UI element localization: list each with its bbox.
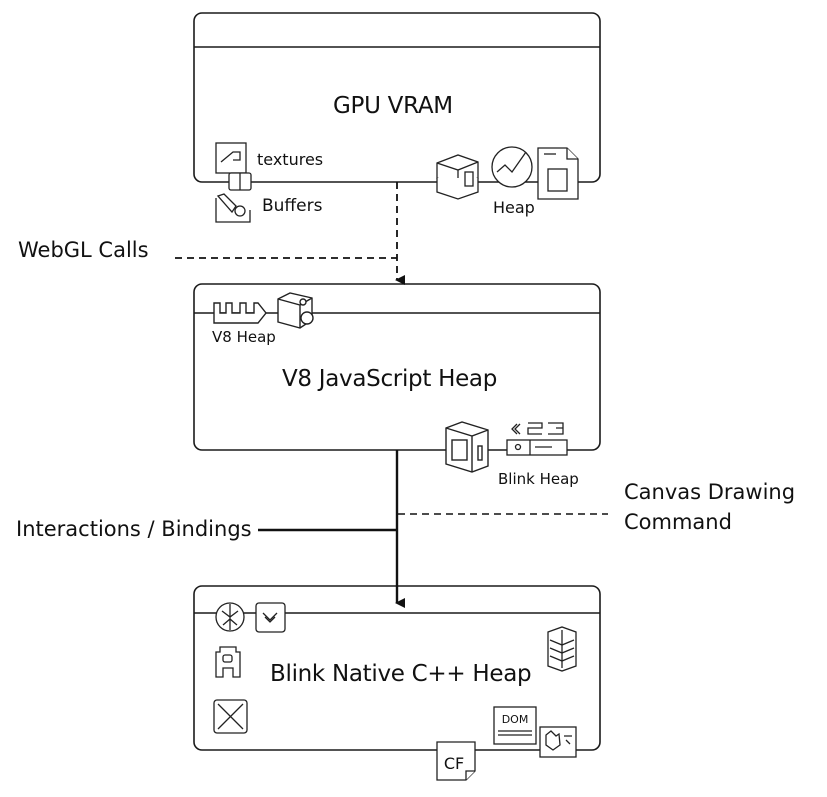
gpu-vram-box	[193, 12, 601, 183]
buffers-icon	[215, 193, 251, 223]
texture-icon	[215, 142, 247, 174]
dom-document-icon: DOM	[493, 706, 537, 745]
buffers-label: Buffers	[262, 196, 323, 216]
cf-label: CF	[444, 754, 464, 773]
gpu-heap-label: Heap	[493, 198, 535, 217]
v8-heap-title: V8 JavaScript Heap	[282, 366, 498, 392]
canvas-drawing-label-line1: Canvas Drawing	[624, 480, 796, 504]
document-icon	[537, 147, 579, 200]
v8-heap-label: V8 Heap	[212, 328, 276, 346]
webgl-calls-label: WebGL Calls	[18, 238, 149, 262]
x-box-icon	[213, 699, 248, 734]
network-icon	[215, 602, 245, 632]
box-3d-icon	[445, 421, 489, 473]
canvas-drawing-label-line2: Command	[624, 510, 732, 534]
cf-document-icon: CF	[436, 741, 476, 781]
bindings-connector	[258, 450, 405, 608]
cube-icon	[277, 292, 314, 329]
buffer-connector-icon	[228, 172, 252, 191]
chevron-left-icon	[511, 422, 564, 435]
connector-bar-icon	[506, 439, 568, 456]
gpu-vram-title: GPU VRAM	[333, 93, 453, 119]
layers-icon	[547, 626, 577, 672]
arrow-shape-icon	[213, 302, 267, 324]
textures-label: textures	[257, 150, 324, 169]
blink-heap-label: Blink Heap	[498, 470, 579, 488]
webgl-connector	[175, 182, 405, 285]
tower-icon	[215, 646, 241, 678]
stacked-cubes-icon	[436, 154, 479, 200]
blink-native-title: Blink Native C++ Heap	[270, 661, 532, 687]
map-icon	[539, 726, 577, 758]
dom-label: DOM	[502, 713, 529, 726]
clock-icon	[491, 146, 533, 188]
interactions-bindings-label: Interactions / Bindings	[16, 517, 252, 541]
chevron-down-icon[interactable]	[255, 602, 286, 633]
